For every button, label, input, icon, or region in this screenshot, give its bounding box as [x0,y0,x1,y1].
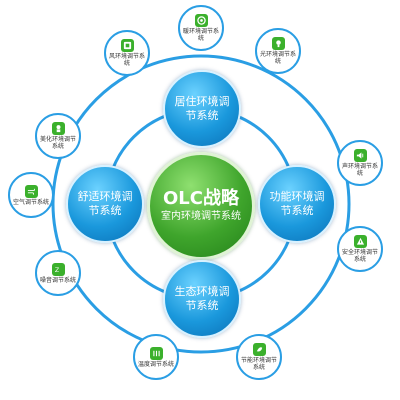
small-node-beautify: 美化环境调节系统 [35,113,81,159]
small-node-temperature: 温度调节系统 [133,334,179,380]
mid-node-label: 舒适环境调节系统 [77,190,133,217]
small-node-wind: 风环境调节系统 [104,30,150,76]
small-node-noise: Z 噪音调节系统 [35,250,81,296]
mid-node-ecology: 生态环境调节系统 [163,260,241,338]
mid-node-label: 居住环境调节系统 [174,95,230,122]
heater-icon [194,14,208,27]
small-node-energy: 节能环境调节系统 [236,334,282,380]
safety-icon [353,235,367,248]
energy-saving-icon [252,343,266,356]
center-node: OLC战略 室内环境调节系统 [147,152,255,260]
sound-icon [353,149,367,162]
air-icon [24,184,38,198]
small-node-label: 安全环境调节系统 [342,249,379,263]
plant-icon [51,122,65,135]
outer-ring [51,54,351,354]
small-node-label: 温度调节系统 [138,360,175,368]
mid-node-label: 功能环境调节系统 [269,190,325,217]
mid-node-living: 居住环境调节系统 [163,70,241,148]
small-node-safety: 安全环境调节系统 [337,226,383,272]
small-node-label: 美化环境调节系统 [40,136,77,150]
fan-icon [120,39,134,52]
center-subtitle: 室内环境调节系统 [161,211,241,222]
small-node-sound: 声环境调节系统 [337,140,383,186]
small-node-heat: 暖环境调节系统 [178,5,224,51]
light-icon [271,37,285,50]
mid-node-function: 功能环境调节系统 [258,165,336,243]
mid-node-comfort: 舒适环境调节系统 [66,165,144,243]
temperature-icon [149,346,163,360]
small-node-air: 空气调节系统 [8,172,54,218]
small-node-label: 光环境调节系统 [260,51,297,65]
small-node-label: 风环境调节系统 [109,53,146,67]
noise-icon: Z [51,262,65,276]
small-node-label: 空气调节系统 [13,198,50,206]
center-title: OLC战略 [163,188,239,209]
small-node-label: 节能环境调节系统 [241,357,278,371]
svg-text:Z: Z [54,267,59,274]
mid-node-label: 生态环境调节系统 [174,285,230,312]
small-node-light: 光环境调节系统 [255,28,301,74]
small-node-label: 暖环境调节系统 [183,28,220,42]
small-node-label: 噪音调节系统 [40,276,77,284]
small-node-label: 声环境调节系统 [342,163,379,177]
